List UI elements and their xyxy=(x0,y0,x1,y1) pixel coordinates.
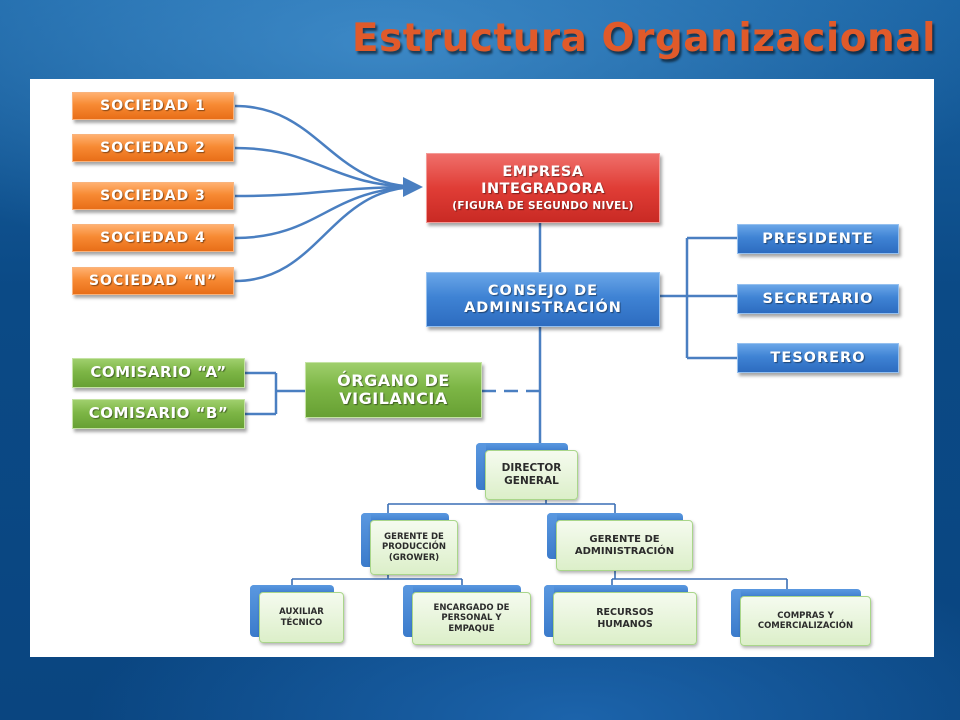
encargado-tab xyxy=(403,585,521,595)
tesorero-label: TESORERO xyxy=(770,349,866,366)
gerente-produccion-card[interactable]: GERENTE DE PRODUCCIÓN (GROWER) xyxy=(370,520,458,575)
sociedad-3-label: SOCIEDAD 3 xyxy=(100,187,206,204)
gerente-administracion-label: GERENTE DE ADMINISTRACIÓN xyxy=(574,533,675,557)
empresa-integradora-box[interactable]: EMPRESA INTEGRADORA (FIGURA DE SEGUNDO N… xyxy=(426,153,660,223)
empresa-sub: (FIGURA DE SEGUNDO NIVEL) xyxy=(452,199,634,212)
sociedad-n-box[interactable]: SOCIEDAD “N” xyxy=(72,267,234,295)
consejo-label: CONSEJO DE ADMINISTRACIÓN xyxy=(464,282,622,316)
gerente-admin-tab xyxy=(547,513,683,523)
gerente-prod-tab-side xyxy=(361,513,371,567)
recursos-tab-side xyxy=(544,585,554,637)
consejo-administracion-box[interactable]: CONSEJO DE ADMINISTRACIÓN xyxy=(426,272,660,327)
comisario-a-box[interactable]: COMISARIO “A” xyxy=(72,358,245,388)
tesorero-box[interactable]: TESORERO xyxy=(737,343,899,373)
sociedad-n-label: SOCIEDAD “N” xyxy=(88,272,218,289)
compras-comercializacion-card[interactable]: COMPRAS Y COMERCIALIZACIÓN xyxy=(740,596,871,646)
director-tab xyxy=(476,443,568,453)
sociedad-2-label: SOCIEDAD 2 xyxy=(100,139,206,156)
secretario-box[interactable]: SECRETARIO xyxy=(737,284,899,314)
sociedad-1-label: SOCIEDAD 1 xyxy=(100,97,206,114)
connector-sociedad-1 xyxy=(234,104,421,189)
gerente-prod-tab xyxy=(361,513,449,523)
sociedad-4-label: SOCIEDAD 4 xyxy=(100,229,206,246)
auxiliar-tab xyxy=(250,585,334,595)
connector-sociedad-4 xyxy=(234,185,421,240)
secretario-label: SECRETARIO xyxy=(762,290,874,307)
encargado-label: ENCARGADO DE PERSONAL Y EMPAQUE xyxy=(433,603,510,634)
sociedad-4-box[interactable]: SOCIEDAD 4 xyxy=(72,224,234,252)
connector-sociedad-3 xyxy=(234,185,421,198)
recursos-tab xyxy=(544,585,688,595)
page-title: Estructura Organizacional xyxy=(351,16,936,61)
compras-tab-side xyxy=(731,589,741,637)
gerente-produccion-label: GERENTE DE PRODUCCIÓN (GROWER) xyxy=(382,532,446,563)
organo-label: ÓRGANO DE VIGILANCIA xyxy=(337,370,450,408)
compras-label: COMPRAS Y COMERCIALIZACIÓN xyxy=(757,610,854,631)
comisario-a-label: COMISARIO “A” xyxy=(90,363,227,382)
connector-sociedad-2 xyxy=(234,146,421,189)
encargado-personal-card[interactable]: ENCARGADO DE PERSONAL Y EMPAQUE xyxy=(412,592,531,645)
connector-lines xyxy=(234,104,788,591)
director-tab-side xyxy=(476,443,486,490)
auxiliar-label: AUXILIAR TÉCNICO xyxy=(279,607,324,628)
comisario-b-box[interactable]: COMISARIO “B” xyxy=(72,399,245,429)
recursos-humanos-card[interactable]: RECURSOS HUMANOS xyxy=(553,592,697,645)
presidente-label: PRESIDENTE xyxy=(762,230,874,247)
auxiliar-tecnico-card[interactable]: AUXILIAR TÉCNICO xyxy=(259,592,344,643)
recursos-label: RECURSOS HUMANOS xyxy=(596,607,654,630)
encargado-tab-side xyxy=(403,585,413,637)
empresa-line2: INTEGRADORA xyxy=(481,180,605,197)
org-chart: SOCIEDAD 1 SOCIEDAD 2 SOCIEDAD 3 SOCIEDA… xyxy=(30,79,934,657)
empresa-line1: EMPRESA xyxy=(502,164,584,181)
compras-tab xyxy=(731,589,861,599)
sociedad-3-box[interactable]: SOCIEDAD 3 xyxy=(72,182,234,210)
gerente-administracion-card[interactable]: GERENTE DE ADMINISTRACIÓN xyxy=(556,520,693,571)
sociedad-1-box[interactable]: SOCIEDAD 1 xyxy=(72,92,234,120)
director-label: DIRECTOR GENERAL xyxy=(501,462,562,487)
comisario-b-label: COMISARIO “B” xyxy=(88,404,229,423)
presidente-box[interactable]: PRESIDENTE xyxy=(737,224,899,254)
auxiliar-tab-side xyxy=(250,585,260,637)
connector-sociedad-n xyxy=(234,177,423,283)
organo-vigilancia-box[interactable]: ÓRGANO DE VIGILANCIA xyxy=(305,362,482,418)
director-general-card[interactable]: DIRECTOR GENERAL xyxy=(485,450,578,500)
sociedad-2-box[interactable]: SOCIEDAD 2 xyxy=(72,134,234,162)
gerente-admin-tab-side xyxy=(547,513,557,559)
